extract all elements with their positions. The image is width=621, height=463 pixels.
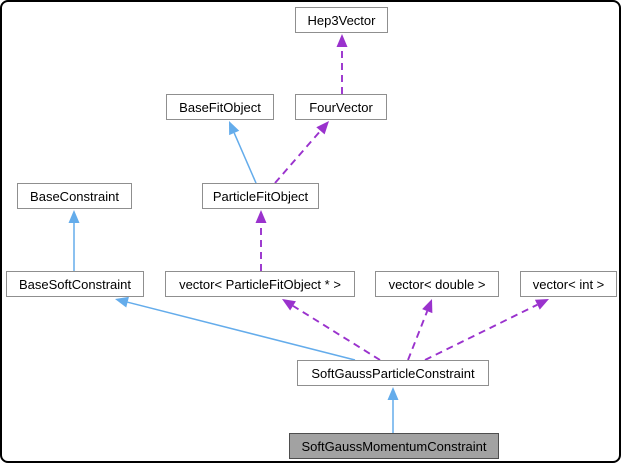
class-node-SoftGaussMomentumConstraint: SoftGaussMomentumConstraint [289, 433, 499, 459]
arrowhead-vectorParticleFitObjectPtr [282, 299, 296, 311]
class-node-vectorDouble: vector< double > [375, 271, 499, 297]
edge-ParticleFitObject-to-FourVector [274, 121, 329, 184]
edge-SoftGaussParticleConstraint-to-vectorDouble [407, 299, 433, 361]
arrowhead-BaseSoftConstraint [115, 296, 129, 308]
edge-SoftGaussMomentumConstraint-to-SoftGaussParticleConstraint [387, 387, 399, 433]
edge-vectorParticleFitObjectPtr-to-ParticleFitObject [255, 210, 267, 271]
arrowhead-FourVector [316, 121, 329, 135]
edge-SoftGaussParticleConstraint-to-vectorInt [424, 299, 549, 361]
class-node-SoftGaussParticleConstraint[interactable]: SoftGaussParticleConstraint [297, 360, 489, 386]
class-node-vectorParticleFitObjectPtr: vector< ParticleFitObject * > [165, 271, 355, 297]
edge-SoftGaussParticleConstraint-to-BaseSoftConstraint [115, 296, 356, 361]
arrowhead-Hep3Vector [336, 34, 348, 47]
arrowhead-SoftGaussParticleConstraint [387, 387, 399, 400]
arrowhead-BaseConstraint [68, 210, 80, 223]
edge-ParticleFitObject-to-BaseFitObject [229, 121, 257, 184]
class-node-BaseFitObject[interactable]: BaseFitObject [166, 94, 274, 120]
class-node-BaseConstraint[interactable]: BaseConstraint [17, 183, 132, 209]
edge-SoftGaussParticleConstraint-to-vectorParticleFitObjectPtr [282, 299, 381, 361]
arrowhead-ParticleFitObject [255, 210, 267, 223]
class-node-Hep3Vector[interactable]: Hep3Vector [295, 7, 388, 33]
arrowhead-BaseFitObject [229, 121, 240, 136]
arrowhead-vectorInt [534, 299, 549, 310]
edge-BaseSoftConstraint-to-BaseConstraint [68, 210, 80, 271]
class-node-vectorInt: vector< int > [520, 271, 617, 297]
class-node-BaseSoftConstraint[interactable]: BaseSoftConstraint [6, 271, 144, 297]
edge-FourVector-to-Hep3Vector [336, 34, 348, 94]
class-node-ParticleFitObject[interactable]: ParticleFitObject [202, 183, 319, 209]
class-node-FourVector[interactable]: FourVector [295, 94, 387, 120]
arrowhead-vectorDouble [422, 299, 433, 314]
